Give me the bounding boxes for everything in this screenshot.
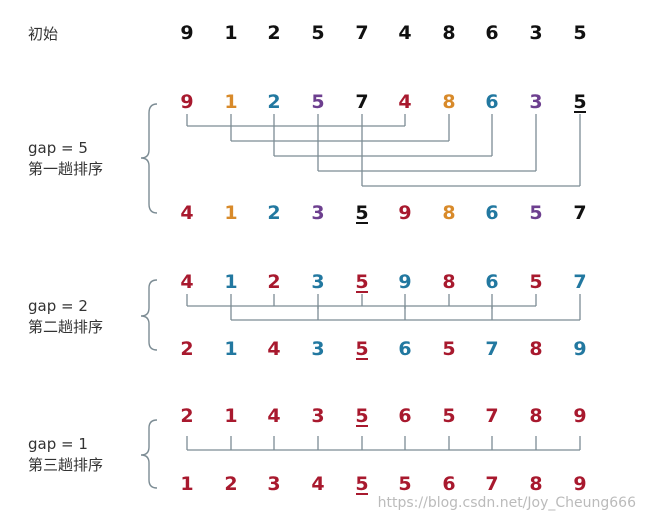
pass3-after-digit: 6 (442, 473, 455, 495)
pass1-before-digit: 2 (267, 91, 280, 113)
pass3-before-digit: 3 (311, 405, 324, 427)
pass1-after-digit: 9 (398, 202, 411, 224)
pass3-brace (140, 419, 158, 489)
pass3-gap-connectors (186, 436, 581, 451)
pass2-before-digit: 3 (311, 271, 324, 293)
pass3-before-digit: 2 (180, 405, 193, 427)
pass3-before-row: 2 1 4 3 5 6 5 7 8 9 (180, 405, 587, 427)
pass3-title: 第三趟排序 (28, 456, 103, 474)
pass2-before-digit: 2 (267, 271, 280, 293)
pass2-after-digit: 8 (529, 338, 542, 360)
pass1-brace (140, 103, 158, 214)
pass1-after-digit: 1 (224, 202, 237, 224)
pass2-gap-label: gap = 2 (28, 297, 88, 315)
initial-digit: 7 (355, 22, 368, 44)
pass2-before-digit: 1 (224, 271, 237, 293)
pass1-before-digit: 8 (442, 91, 455, 113)
pass2-before-digit: 5 (529, 271, 542, 293)
pass3-after-digit: 5 (398, 473, 411, 495)
initial-digit: 4 (398, 22, 411, 44)
pass2-after-digit: 3 (311, 338, 324, 360)
pass1-before-digit: 1 (224, 91, 237, 113)
pass1-after-digit: 8 (442, 202, 455, 224)
pass2-before-digit: 5 (355, 271, 368, 293)
pass1-after-digit: 4 (180, 202, 193, 224)
pass1-before-digit: 6 (485, 91, 498, 113)
pass3-after-digit: 4 (311, 473, 324, 495)
pass1-gap-connectors (186, 114, 581, 187)
pass1-after-digit: 3 (311, 202, 324, 224)
pass1-before-digit: 4 (398, 91, 411, 113)
watermark-text: https://blog.csdn.net/Joy_Cheung666 (378, 495, 636, 511)
pass3-before-digit: 4 (267, 405, 280, 427)
pass1-after-digit: 5 (529, 202, 542, 224)
pass2-after-row: 2 1 4 3 5 6 5 7 8 9 (180, 338, 587, 360)
pass2-after-digit: 7 (485, 338, 498, 360)
pass3-after-digit: 8 (529, 473, 542, 495)
pass3-before-digit: 5 (355, 405, 368, 427)
pass1-before-digit: 9 (180, 91, 193, 113)
pass1-before-digit: 3 (529, 91, 542, 113)
initial-digit: 5 (573, 22, 586, 44)
pass2-before-digit: 8 (442, 271, 455, 293)
pass3-before-digit: 1 (224, 405, 237, 427)
initial-digit: 3 (529, 22, 542, 44)
pass2-after-digit: 1 (224, 338, 237, 360)
pass2-after-digit: 5 (442, 338, 455, 360)
pass3-after-digit: 9 (573, 473, 586, 495)
pass1-after-digit: 6 (485, 202, 498, 224)
pass1-after-row: 4 1 2 3 5 9 8 6 5 7 (180, 202, 587, 224)
pass1-after-digit: 2 (267, 202, 280, 224)
initial-digit: 8 (442, 22, 455, 44)
pass3-after-digit: 5 (355, 473, 368, 495)
pass3-gap-label: gap = 1 (28, 435, 88, 453)
pass2-before-digit: 6 (485, 271, 498, 293)
pass3-after-digit: 2 (224, 473, 237, 495)
pass2-after-digit: 6 (398, 338, 411, 360)
pass3-before-digit: 5 (442, 405, 455, 427)
pass3-before-digit: 8 (529, 405, 542, 427)
pass1-before-digit: 7 (355, 91, 368, 113)
pass2-after-digit: 5 (355, 338, 368, 360)
pass2-after-digit: 4 (267, 338, 280, 360)
pass3-after-digit: 1 (180, 473, 193, 495)
pass1-gap-label: gap = 5 (28, 139, 88, 157)
pass1-after-digit: 5 (355, 202, 368, 224)
pass2-before-row: 4 1 2 3 5 9 8 6 5 7 (180, 271, 587, 293)
initial-digit: 5 (311, 22, 324, 44)
pass3-after-digit: 7 (485, 473, 498, 495)
pass1-before-digit: 5 (311, 91, 324, 113)
pass2-after-digit: 9 (573, 338, 586, 360)
initial-label: 初始 (28, 25, 58, 43)
pass3-before-digit: 7 (485, 405, 498, 427)
initial-digit: 2 (267, 22, 280, 44)
pass3-after-row: 1 2 3 4 5 5 6 7 8 9 (180, 473, 587, 495)
pass2-after-digit: 2 (180, 338, 193, 360)
initial-digit: 6 (485, 22, 498, 44)
pass2-brace (140, 279, 158, 351)
initial-digit: 1 (224, 22, 237, 44)
pass1-before-digit: 5 (573, 91, 586, 113)
pass3-after-digit: 3 (267, 473, 280, 495)
initial-number-row: 9 1 2 5 7 4 8 6 3 5 (180, 22, 586, 44)
pass2-before-digit: 4 (180, 271, 193, 293)
pass3-before-digit: 9 (573, 405, 586, 427)
pass2-gap-connectors (186, 294, 581, 321)
pass1-before-row: 9 1 2 5 7 4 8 6 3 5 (180, 91, 587, 113)
pass3-before-digit: 6 (398, 405, 411, 427)
pass1-after-digit: 7 (573, 202, 586, 224)
pass2-before-digit: 9 (398, 271, 411, 293)
initial-digit: 9 (180, 22, 193, 44)
pass1-title: 第一趟排序 (28, 160, 103, 178)
pass2-title: 第二趟排序 (28, 318, 103, 336)
pass2-before-digit: 7 (573, 271, 586, 293)
